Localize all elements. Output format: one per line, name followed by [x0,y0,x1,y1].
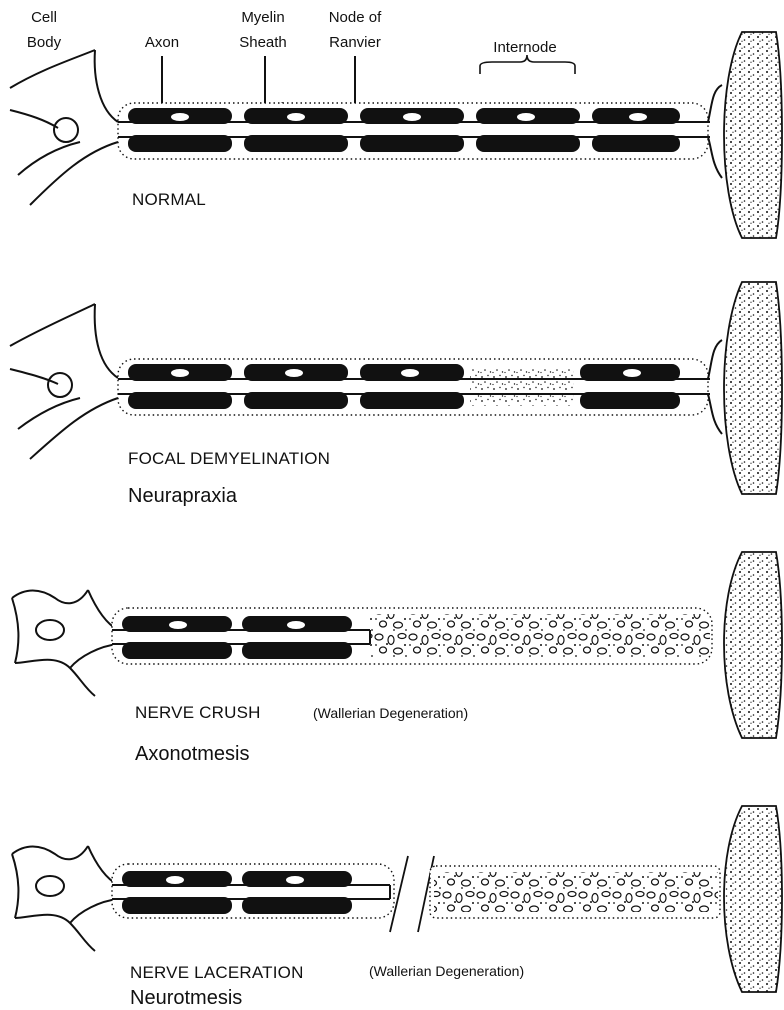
panel-nerve-crush: NERVE CRUSH (Wallerian Degeneration) Axo… [12,552,782,765]
myelin-segment [128,392,232,409]
schwann-nucleus [517,113,535,121]
node-of-ranvier-label-line2: Ranvier [329,34,381,51]
schwann-nucleus [287,621,305,629]
cell-body-label-line1: Cell [31,9,57,26]
schwann-nucleus [403,113,421,121]
myelin-segment [122,642,232,659]
myelin-segment [244,392,348,409]
panel-note: (Wallerian Degeneration) [369,963,524,979]
nucleus [36,620,64,640]
myelin-sheath-label-line2: Sheath [239,34,287,51]
myelin-segment [242,897,352,914]
neuron-cell-body [10,304,118,459]
muscle-fiber [724,806,782,992]
schwann-nucleus [286,876,304,884]
schwann-nucleus [171,113,189,121]
myelin-segment [476,135,580,152]
myelin-segment [128,135,232,152]
muscle-fiber [724,32,782,238]
internode-label: Internode [493,39,556,56]
myelin-segment [242,642,352,659]
neuron-cell-body [12,590,118,696]
panel-note: (Wallerian Degeneration) [313,705,468,721]
schwann-nucleus [629,113,647,121]
myelin-segment [360,135,464,152]
panel-caption: NERVE CRUSH [135,703,261,722]
panel-normal: NORMAL [10,32,782,238]
myelin-segment [592,135,680,152]
schwann-nucleus [169,621,187,629]
nucleus [48,373,72,397]
panel-caption: NERVE LACERATION [130,963,304,982]
node-of-ranvier-label: Node of Ranvier [329,9,382,51]
cell-body-label: Cell Body [27,9,62,51]
schwann-nucleus [166,876,184,884]
panel-nerve-laceration: NERVE LACERATION (Wallerian Degeneration… [12,806,782,1009]
node-of-ranvier-label-line1: Node of [329,9,382,26]
neuron-cell-body [12,846,118,951]
schwann-nucleus [285,369,303,377]
schwann-nucleus [287,113,305,121]
muscle-fiber [724,552,782,738]
motor-end-plate [708,340,722,434]
cell-body-label-line2: Body [27,34,62,51]
internode-bracket [480,55,575,74]
panel-subcaption: Neurapraxia [128,485,238,507]
myelin-segment [122,897,232,914]
wallerian-degeneration [434,872,718,912]
motor-end-plate [708,85,722,178]
panel-focal-demyelination: FOCAL DEMYELINATION Neurapraxia [10,282,782,507]
panel-subcaption: Neurotmesis [130,987,242,1009]
panel-caption: FOCAL DEMYELINATION [128,449,330,468]
demyelinated-segment [470,366,574,406]
schwann-nucleus [623,369,641,377]
myelin-sheath-label: Myelin Sheath [239,9,287,51]
myelin-sheath-label-line1: Myelin [241,9,284,26]
nucleus [36,876,64,896]
schwann-nucleus [171,369,189,377]
myelin-segment [244,135,348,152]
nucleus [54,118,78,142]
myelin-segment [580,392,680,409]
neuron-cell-body [10,50,118,205]
muscle-fiber [724,282,782,494]
panel-caption: NORMAL [132,190,206,209]
axon-label: Axon [145,34,179,51]
panel-subcaption: Axonotmesis [135,743,250,765]
wallerian-degeneration [370,614,710,658]
myelin-segment [360,392,464,409]
schwann-nucleus [401,369,419,377]
